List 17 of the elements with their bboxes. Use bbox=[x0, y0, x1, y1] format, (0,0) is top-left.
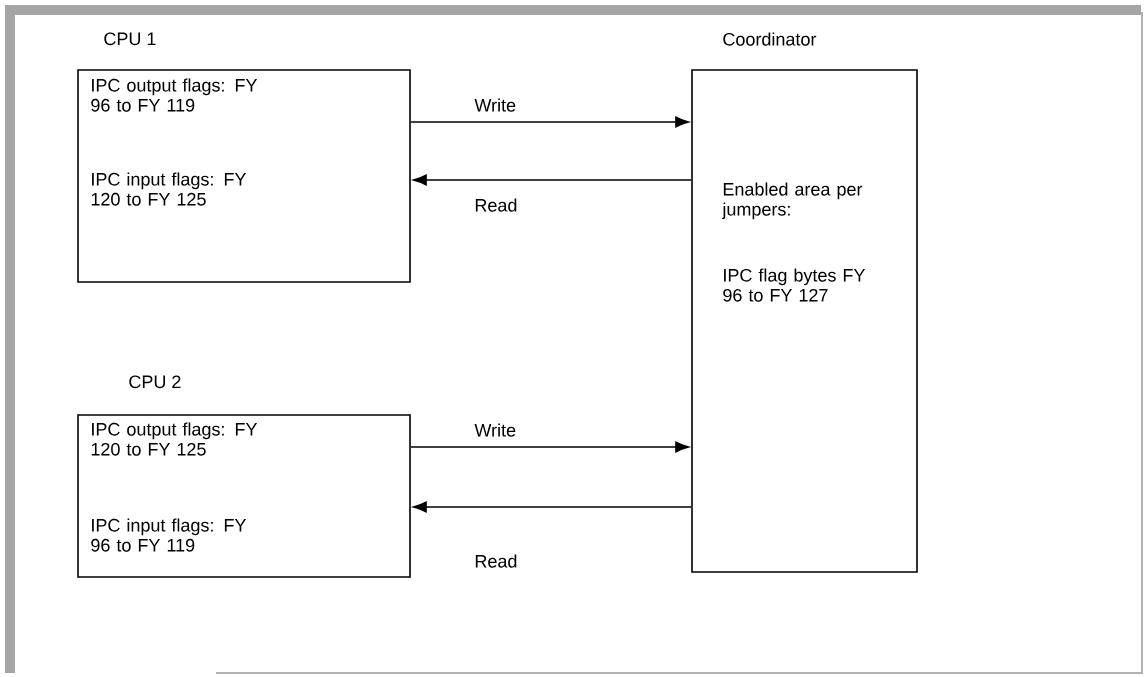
edge-label: Write bbox=[474, 98, 516, 112]
block-text: Enabled area per jumpers: bbox=[721, 182, 863, 220]
arrow bbox=[410, 116, 690, 128]
edge-label: Write bbox=[474, 423, 516, 437]
block-heading: CPU 1 bbox=[104, 32, 156, 46]
edge-label: Read bbox=[475, 554, 517, 568]
arrow bbox=[410, 441, 690, 453]
block-text: IPC output flags: FY 96 to FY 119 bbox=[91, 78, 258, 112]
arrow bbox=[413, 174, 692, 186]
block-text: IPC output flags: FY 120 to FY 125 bbox=[91, 422, 258, 456]
block-heading: Coordinator bbox=[723, 32, 817, 46]
block-heading: CPU 2 bbox=[129, 375, 181, 389]
block-text: IPC input flags: FY 96 to FY 119 bbox=[91, 518, 247, 552]
edge-label: Read bbox=[475, 198, 517, 212]
block-text: IPC flag bytes FY 96 to FY 127 bbox=[723, 268, 866, 302]
arrow bbox=[413, 501, 692, 513]
block-text: IPC input flags: FY 120 to FY 125 bbox=[91, 172, 247, 206]
